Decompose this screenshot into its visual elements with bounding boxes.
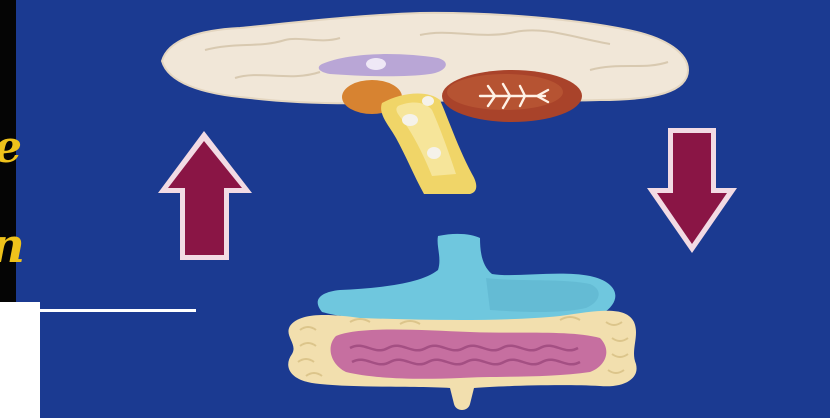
stomach-shade [486,278,599,312]
small-intestine [331,330,607,379]
brainstem-dot-2 [427,147,441,159]
corner-white-area [0,302,16,418]
brainstem-dot-3 [422,96,434,106]
ventricle-highlight [366,58,386,70]
left-panel-glyph-bottom: n [0,218,25,274]
brainstem-dot-1 [402,114,418,126]
corner-white-strip [16,309,196,312]
rectum [454,386,470,408]
cerebellum [442,70,582,122]
left-panel-glyph-top: e [0,122,22,173]
corner-shadow [16,302,40,418]
